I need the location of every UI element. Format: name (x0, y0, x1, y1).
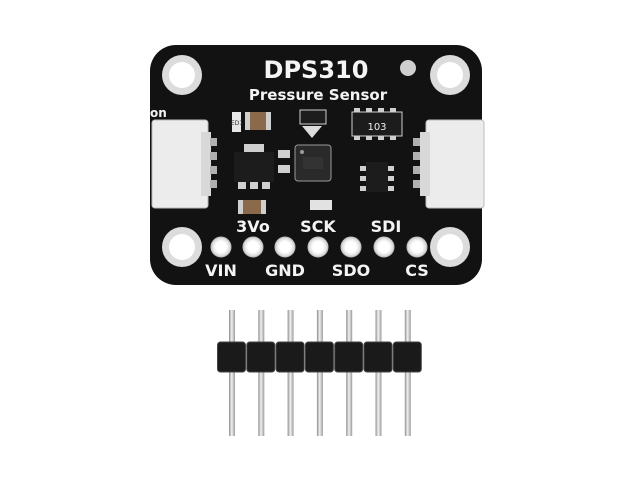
header-pin (229, 310, 235, 436)
resistor-small (278, 150, 290, 173)
pin-label-3vo: 3Vo (236, 217, 270, 236)
header-plastic-block (217, 341, 246, 373)
header-pads (210, 236, 428, 258)
pad (242, 236, 264, 258)
level-shifter-chip (360, 162, 394, 192)
capacitor-bottom (238, 200, 266, 214)
resistor-bottom (310, 200, 332, 210)
mounting-hole-top-right (430, 55, 470, 95)
svg-text:103: 103 (367, 122, 386, 133)
stemma-connector-left (151, 119, 217, 209)
stemma-connector-right (413, 119, 485, 209)
mounting-hole-bottom-right (430, 227, 470, 267)
svg-text:ED1: ED1 (231, 120, 243, 127)
led: ED1 (231, 112, 243, 132)
breakout-board: DPS310 Pressure Sensor on ED1 (150, 45, 485, 285)
header-plastic-block (363, 341, 393, 373)
header-pin (346, 310, 353, 436)
board-subtitle: Pressure Sensor (249, 86, 388, 104)
header-pin (287, 310, 294, 436)
fiducial (400, 60, 416, 76)
pin-label-gnd: GND (265, 261, 305, 280)
pad (340, 236, 362, 258)
mounting-hole-bottom-left (162, 227, 202, 267)
header-plastic-block (392, 341, 422, 373)
regulator-chip (234, 144, 274, 189)
header-pin (316, 310, 323, 436)
pad (210, 236, 232, 258)
pin-labels-bottom: VIN GND SDO CS (205, 261, 429, 280)
pin-label-sdi: SDI (371, 217, 402, 236)
header-pin (404, 310, 411, 436)
header-plastic-block (334, 341, 364, 373)
header-plastic-block (304, 341, 334, 373)
header-plastic-block (246, 341, 276, 373)
header-pin (375, 310, 382, 436)
pad (274, 236, 296, 258)
header-plastic-block (275, 341, 305, 373)
pin-label-sck: SCK (300, 217, 336, 236)
on-label: on (150, 106, 167, 120)
pin-labels-top: 3Vo SCK SDI (236, 217, 401, 236)
capacitor (245, 112, 271, 130)
pin-label-cs: CS (405, 261, 429, 280)
header-pin (258, 310, 265, 436)
pad (373, 236, 395, 258)
diode (299, 109, 327, 138)
pin-header (217, 310, 422, 436)
pad (307, 236, 329, 258)
pin-label-sdo: SDO (332, 261, 370, 280)
mounting-hole-top-left (162, 55, 202, 95)
pin-label-vin: VIN (205, 261, 237, 280)
pressure-sensor-chip (294, 144, 332, 182)
resistor-network: 103 (351, 108, 403, 140)
pad (406, 236, 428, 258)
board-title: DPS310 (264, 56, 369, 84)
